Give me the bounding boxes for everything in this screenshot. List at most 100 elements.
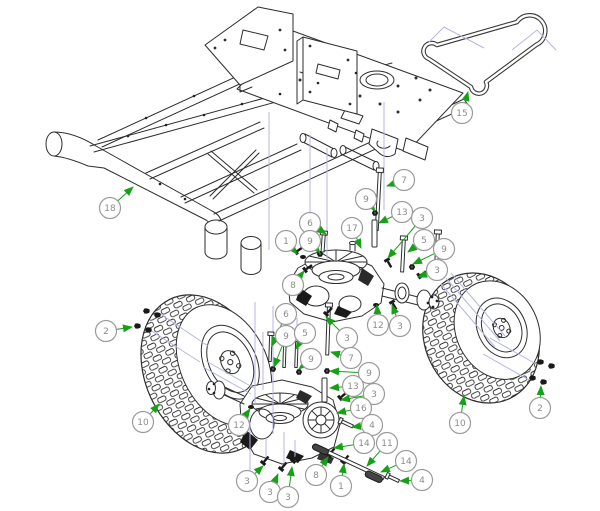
callout-balloon: [412, 228, 436, 252]
callout-9: 9: [298, 347, 323, 371]
callout-balloon: [293, 321, 317, 345]
callout-10: 10: [448, 395, 472, 435]
callout-arrow: [353, 237, 362, 249]
callout-balloon: [94, 319, 118, 343]
callout-arrow: [340, 394, 364, 403]
callout-number: 15: [456, 109, 467, 119]
callout-8: 8: [304, 456, 329, 487]
callout-4: 4: [351, 413, 384, 437]
callout-number: 1: [283, 237, 289, 247]
callout-arrow: [366, 450, 381, 467]
callout-arrow: [330, 350, 342, 359]
callout-number: 12: [372, 321, 383, 331]
callout-number: 4: [419, 476, 425, 486]
callout-number: 1: [338, 482, 344, 492]
callout-number: 3: [397, 322, 403, 332]
callout-arrow: [116, 324, 133, 333]
callout-arrow: [333, 442, 354, 451]
left-rear-tire: [140, 294, 273, 454]
callout-balloon: [392, 168, 416, 192]
callout-7: 7: [330, 346, 363, 370]
callout-balloon: [432, 237, 456, 261]
callout-arrow: [149, 403, 160, 415]
callout-11: 11: [366, 431, 399, 467]
callout-16: 16: [336, 396, 373, 420]
drive-belt-illustration: [421, 13, 548, 96]
callout-arrow: [461, 91, 470, 104]
callout-balloon: [375, 431, 399, 455]
callout-number: 8: [290, 281, 296, 291]
callout-number: 14: [358, 439, 370, 449]
callout-balloon: [274, 229, 298, 253]
callout-balloon: [349, 396, 373, 420]
callout-18: 18: [98, 186, 134, 220]
callout-balloon: [366, 313, 390, 337]
callout-3: 3: [340, 382, 386, 406]
callout-number: 14: [400, 457, 412, 467]
callout-balloon: [304, 463, 328, 487]
callout-arrow: [319, 456, 329, 467]
callout-number: 8: [313, 471, 319, 481]
callout-arrow: [338, 463, 347, 476]
callout-balloon: [329, 474, 353, 498]
callout-3: 3: [276, 466, 300, 509]
callout-number: 3: [267, 488, 273, 498]
callout-balloon: [388, 314, 412, 338]
callout-number: 9: [283, 332, 289, 342]
callout-arrow: [117, 186, 134, 202]
callout-balloon: [340, 216, 364, 240]
callout-3: 3: [417, 258, 449, 282]
callout-15: 15: [450, 91, 474, 125]
callout-arrow: [366, 201, 376, 212]
callout-number: 4: [369, 421, 375, 431]
callout-8: 8: [281, 270, 305, 297]
callout-arrow: [241, 408, 251, 419]
callout-2: 2: [528, 385, 552, 420]
callout-arrow: [351, 422, 362, 431]
callout-number: 17: [346, 224, 357, 234]
callout-arrow: [325, 316, 340, 331]
callout-6: 6: [271, 302, 298, 347]
callout-number: 12: [233, 421, 244, 431]
callout-arrow: [273, 345, 283, 368]
callout-balloon: [357, 361, 381, 385]
callout-3: 3: [387, 206, 434, 259]
callout-number: 10: [137, 418, 149, 428]
callout-number: 9: [308, 355, 314, 365]
callout-balloon: [448, 411, 472, 435]
callout-balloon: [410, 206, 434, 230]
callout-3: 3: [235, 465, 264, 493]
callout-arrow: [417, 270, 428, 278]
callout-number: 3: [419, 214, 425, 224]
callout-number: 3: [244, 477, 250, 487]
callout-number: 3: [434, 266, 440, 276]
callout-balloon: [410, 468, 434, 492]
callout-9: 9: [273, 324, 298, 368]
callout-number: 9: [363, 195, 369, 205]
callout-arrow: [288, 244, 298, 255]
callout-arrow: [295, 339, 304, 350]
callout-arrow: [253, 465, 264, 476]
callout-6: 6: [298, 211, 327, 235]
callout-number: 9: [307, 237, 313, 247]
callout-arrow: [391, 304, 399, 317]
callout-balloon: [235, 469, 259, 493]
callout-2: 2: [94, 319, 133, 343]
callout-balloon: [98, 196, 122, 220]
left-transaxle-illustration: [206, 379, 341, 465]
callout-14: 14: [333, 431, 376, 455]
callout-1: 1: [274, 229, 298, 255]
callout-9: 9: [298, 229, 322, 254]
callout-number: 16: [355, 404, 367, 414]
callout-number: 13: [396, 208, 407, 218]
callout-number: 18: [104, 204, 116, 214]
callout-number: 5: [421, 236, 427, 246]
callout-9: 9: [354, 187, 378, 212]
callout-arrow: [316, 225, 327, 235]
callout-arrow: [536, 385, 545, 398]
callout-arrow: [286, 466, 295, 487]
callout-13: 13: [378, 200, 414, 224]
frame-illustration: [45, 6, 470, 275]
